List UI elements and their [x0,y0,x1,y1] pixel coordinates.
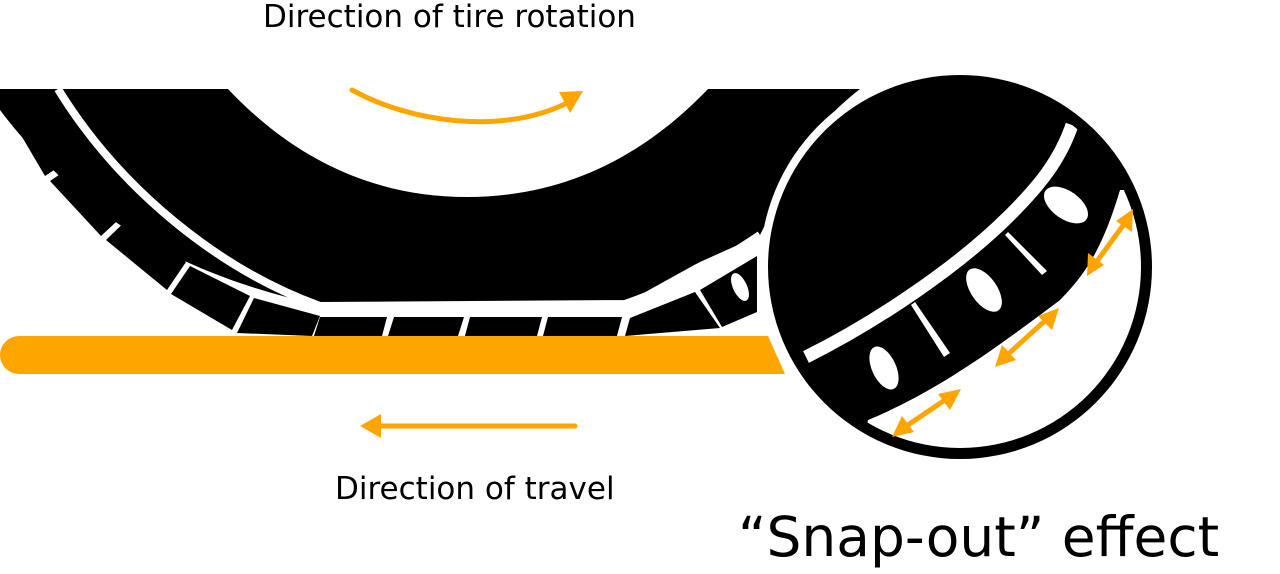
magnified-separator [803,122,1079,363]
tread-separator [54,86,763,311]
travel-arrow-icon [360,414,578,438]
tread-void [1044,186,1088,224]
rotation-arrow-icon [349,87,583,125]
tread-void [869,346,899,390]
tread-blocks-left [0,89,320,336]
tread-void [731,273,749,301]
double-arrow-icon [995,308,1059,367]
rotation-direction-label: Direction of tire rotation [263,0,636,35]
tread-void [966,268,1002,312]
tire-inner-hole [228,89,708,197]
road-surface [0,336,785,374]
tread-blocks-contact [314,317,622,336]
travel-direction-label: Direction of travel [335,471,615,507]
double-arrow-icon [892,389,961,437]
snap-out-arrows [892,209,1133,437]
tread-blocks-right [625,256,757,336]
double-arrow-icon [1087,209,1133,276]
snap-out-effect-label: “Snap-out” effect [738,505,1220,569]
magnifier-circle [760,67,1160,467]
